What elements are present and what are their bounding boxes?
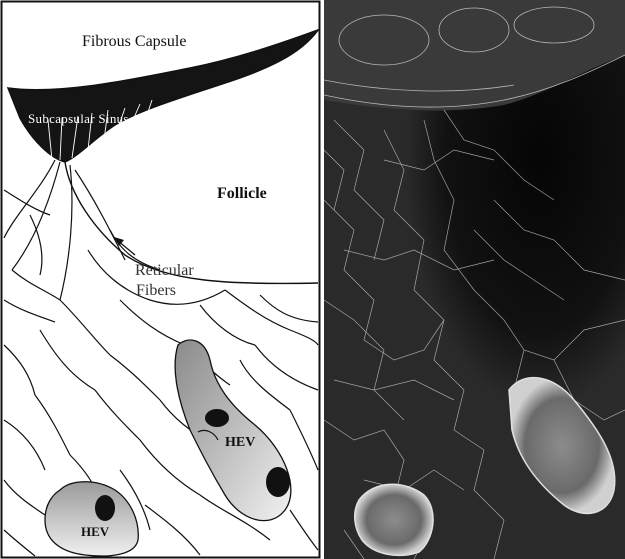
sem-micrograph-panel — [324, 0, 625, 559]
schematic-diagram-panel: Fibrous Capsule Subcapsular Sinus Follic… — [0, 0, 322, 559]
label-subcapsular-sinus: Subcapsular Sinus — [28, 112, 129, 125]
label-hev-upper: HEV — [225, 436, 255, 450]
label-hev-lower: HEV — [81, 525, 109, 538]
sem-micrograph — [324, 0, 625, 559]
label-fibers: Fibers — [136, 283, 176, 299]
label-fibrous-capsule: Fibrous Capsule — [82, 34, 186, 50]
hev-lower-nucleus — [95, 495, 115, 521]
micrograph-hev-lower — [355, 484, 433, 555]
schematic-drawing — [0, 0, 322, 559]
hev-upper-nucleus-b — [266, 467, 290, 497]
label-reticular: Reticular — [135, 263, 194, 279]
hev-upper-nucleus-a — [205, 409, 229, 427]
label-follicle: Follicle — [217, 186, 267, 202]
